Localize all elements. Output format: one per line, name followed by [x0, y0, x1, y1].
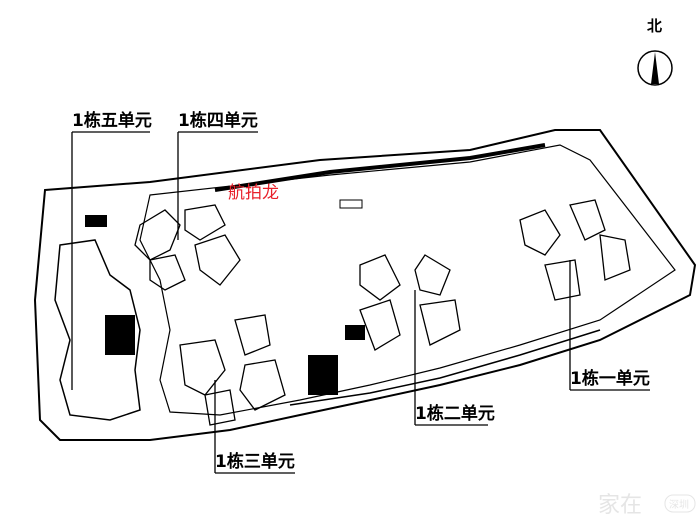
north-label: 北 [647, 17, 663, 35]
leader-lines [71, 131, 650, 474]
svg-text:家在: 家在 [598, 493, 642, 518]
thick-edge-north [214, 143, 546, 192]
svg-text:深圳: 深圳 [669, 499, 689, 511]
building-unit-1 [519, 199, 631, 301]
building-unit-5 [54, 239, 141, 421]
building-unit-4 [134, 204, 241, 291]
inner-road [139, 144, 676, 416]
small-structure [339, 199, 363, 209]
building-unit-3 [179, 314, 286, 426]
hatch-block [85, 215, 107, 227]
hatch-block [345, 325, 365, 340]
site-boundary [33, 129, 697, 441]
unit-label-5: 1栋五单元 [72, 111, 152, 131]
hatch-block [308, 355, 338, 395]
north-arrow-icon [637, 50, 673, 86]
unit-label-3: 1栋三单元 [215, 452, 295, 472]
watermark-logo: 家在 深圳 [598, 493, 696, 518]
building-unit-2 [359, 254, 461, 351]
unit-label-2: 1栋二单元 [415, 404, 495, 424]
unit-label-4: 1栋四单元 [178, 111, 258, 131]
unit-label-1: 1栋一单元 [570, 369, 650, 389]
hatch-block [105, 315, 135, 355]
road-annotation: 航拍龙 [228, 183, 279, 203]
thick-edge-south [289, 329, 601, 406]
